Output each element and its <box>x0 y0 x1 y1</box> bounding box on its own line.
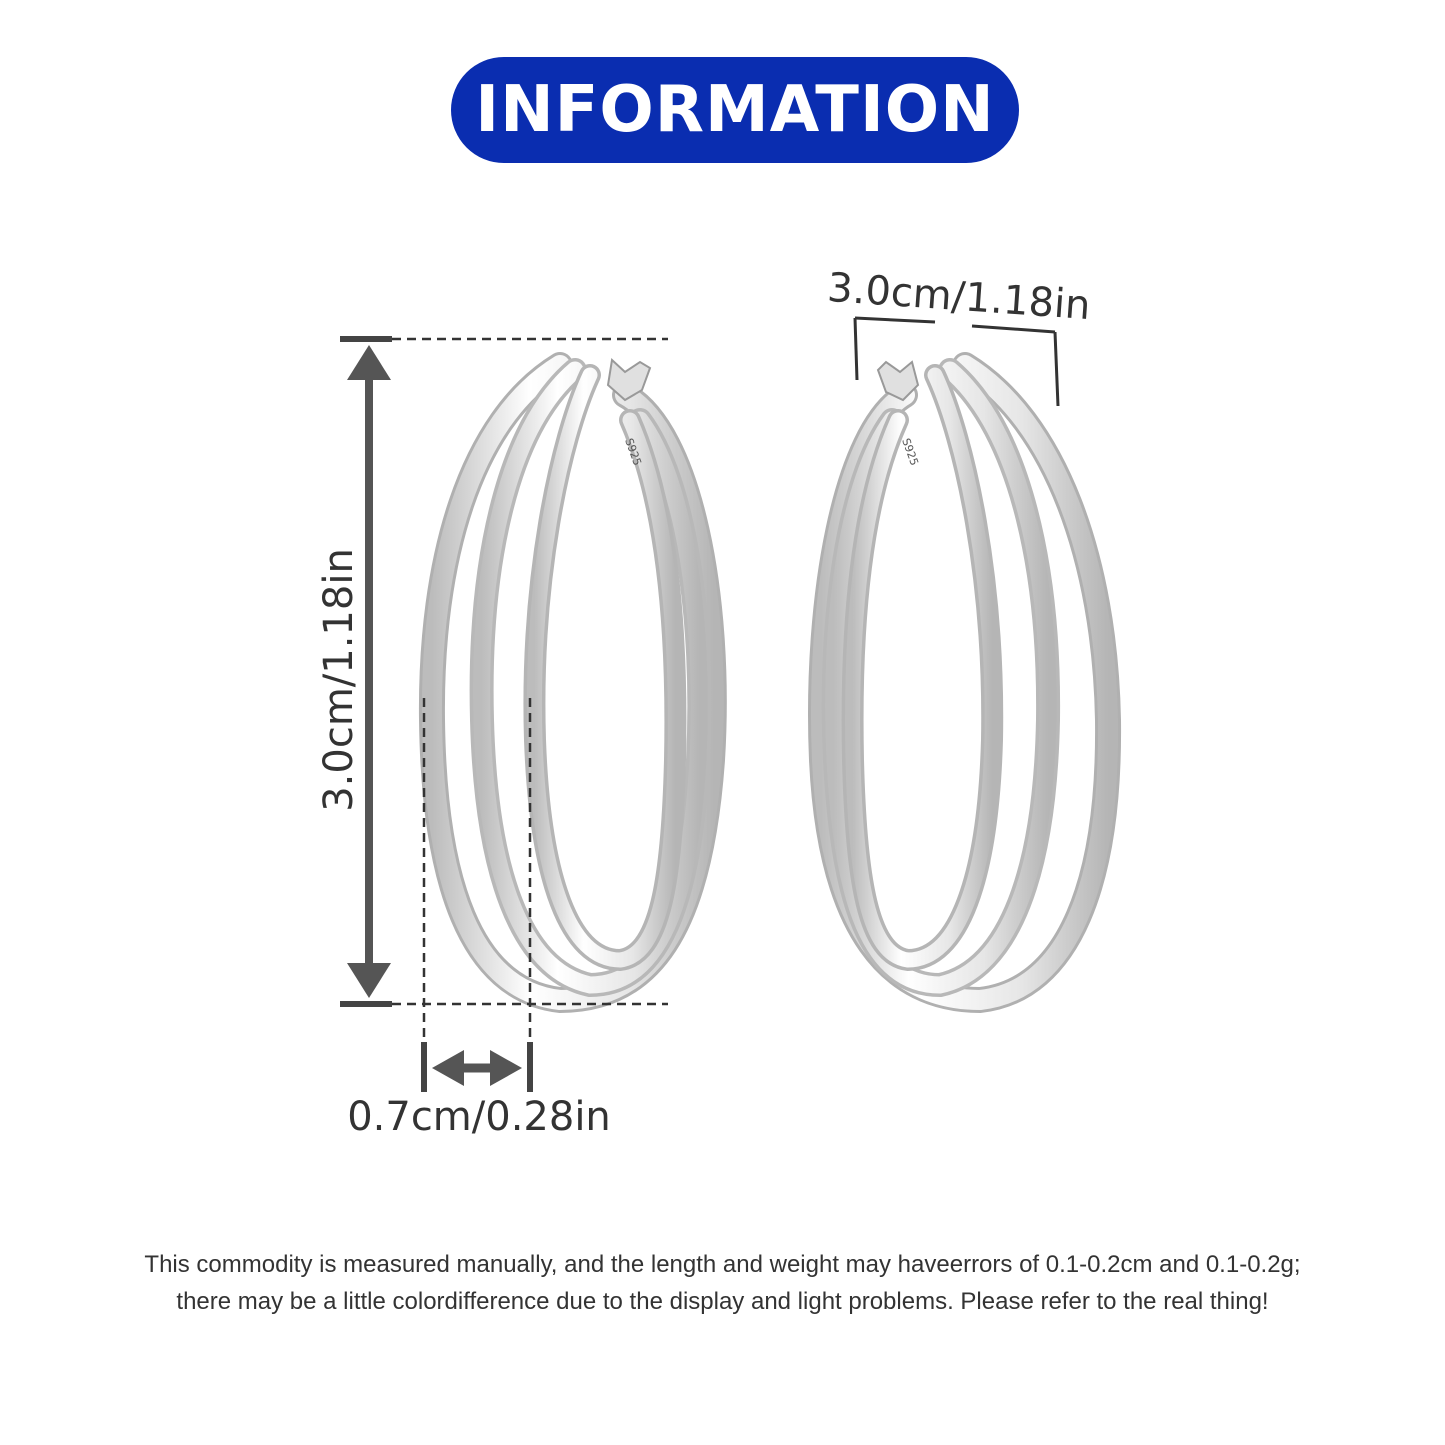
thickness-dimension <box>421 698 533 1092</box>
right-earring <box>808 352 1122 1014</box>
disclaimer-line-2: there may be a little colordifference du… <box>176 1288 1269 1315</box>
right-stamp-text: S925 <box>899 437 921 468</box>
disclaimer: This commodity is measured manually, and… <box>60 1246 1385 1320</box>
disclaimer-line-1: This commodity is measured manually, and… <box>144 1251 1301 1278</box>
double-arrow-icon <box>432 1050 522 1086</box>
height-label: 3.0cm/1.18in <box>316 548 362 812</box>
left-earring <box>418 352 727 1014</box>
arrow-down-icon <box>347 963 391 998</box>
thickness-label: 0.7cm/0.28in <box>347 1094 611 1140</box>
title-badge: INFORMATION <box>451 57 1019 163</box>
page-title: INFORMATION <box>475 73 995 147</box>
arrow-up-icon <box>347 345 391 380</box>
width-dimension <box>853 316 1060 407</box>
